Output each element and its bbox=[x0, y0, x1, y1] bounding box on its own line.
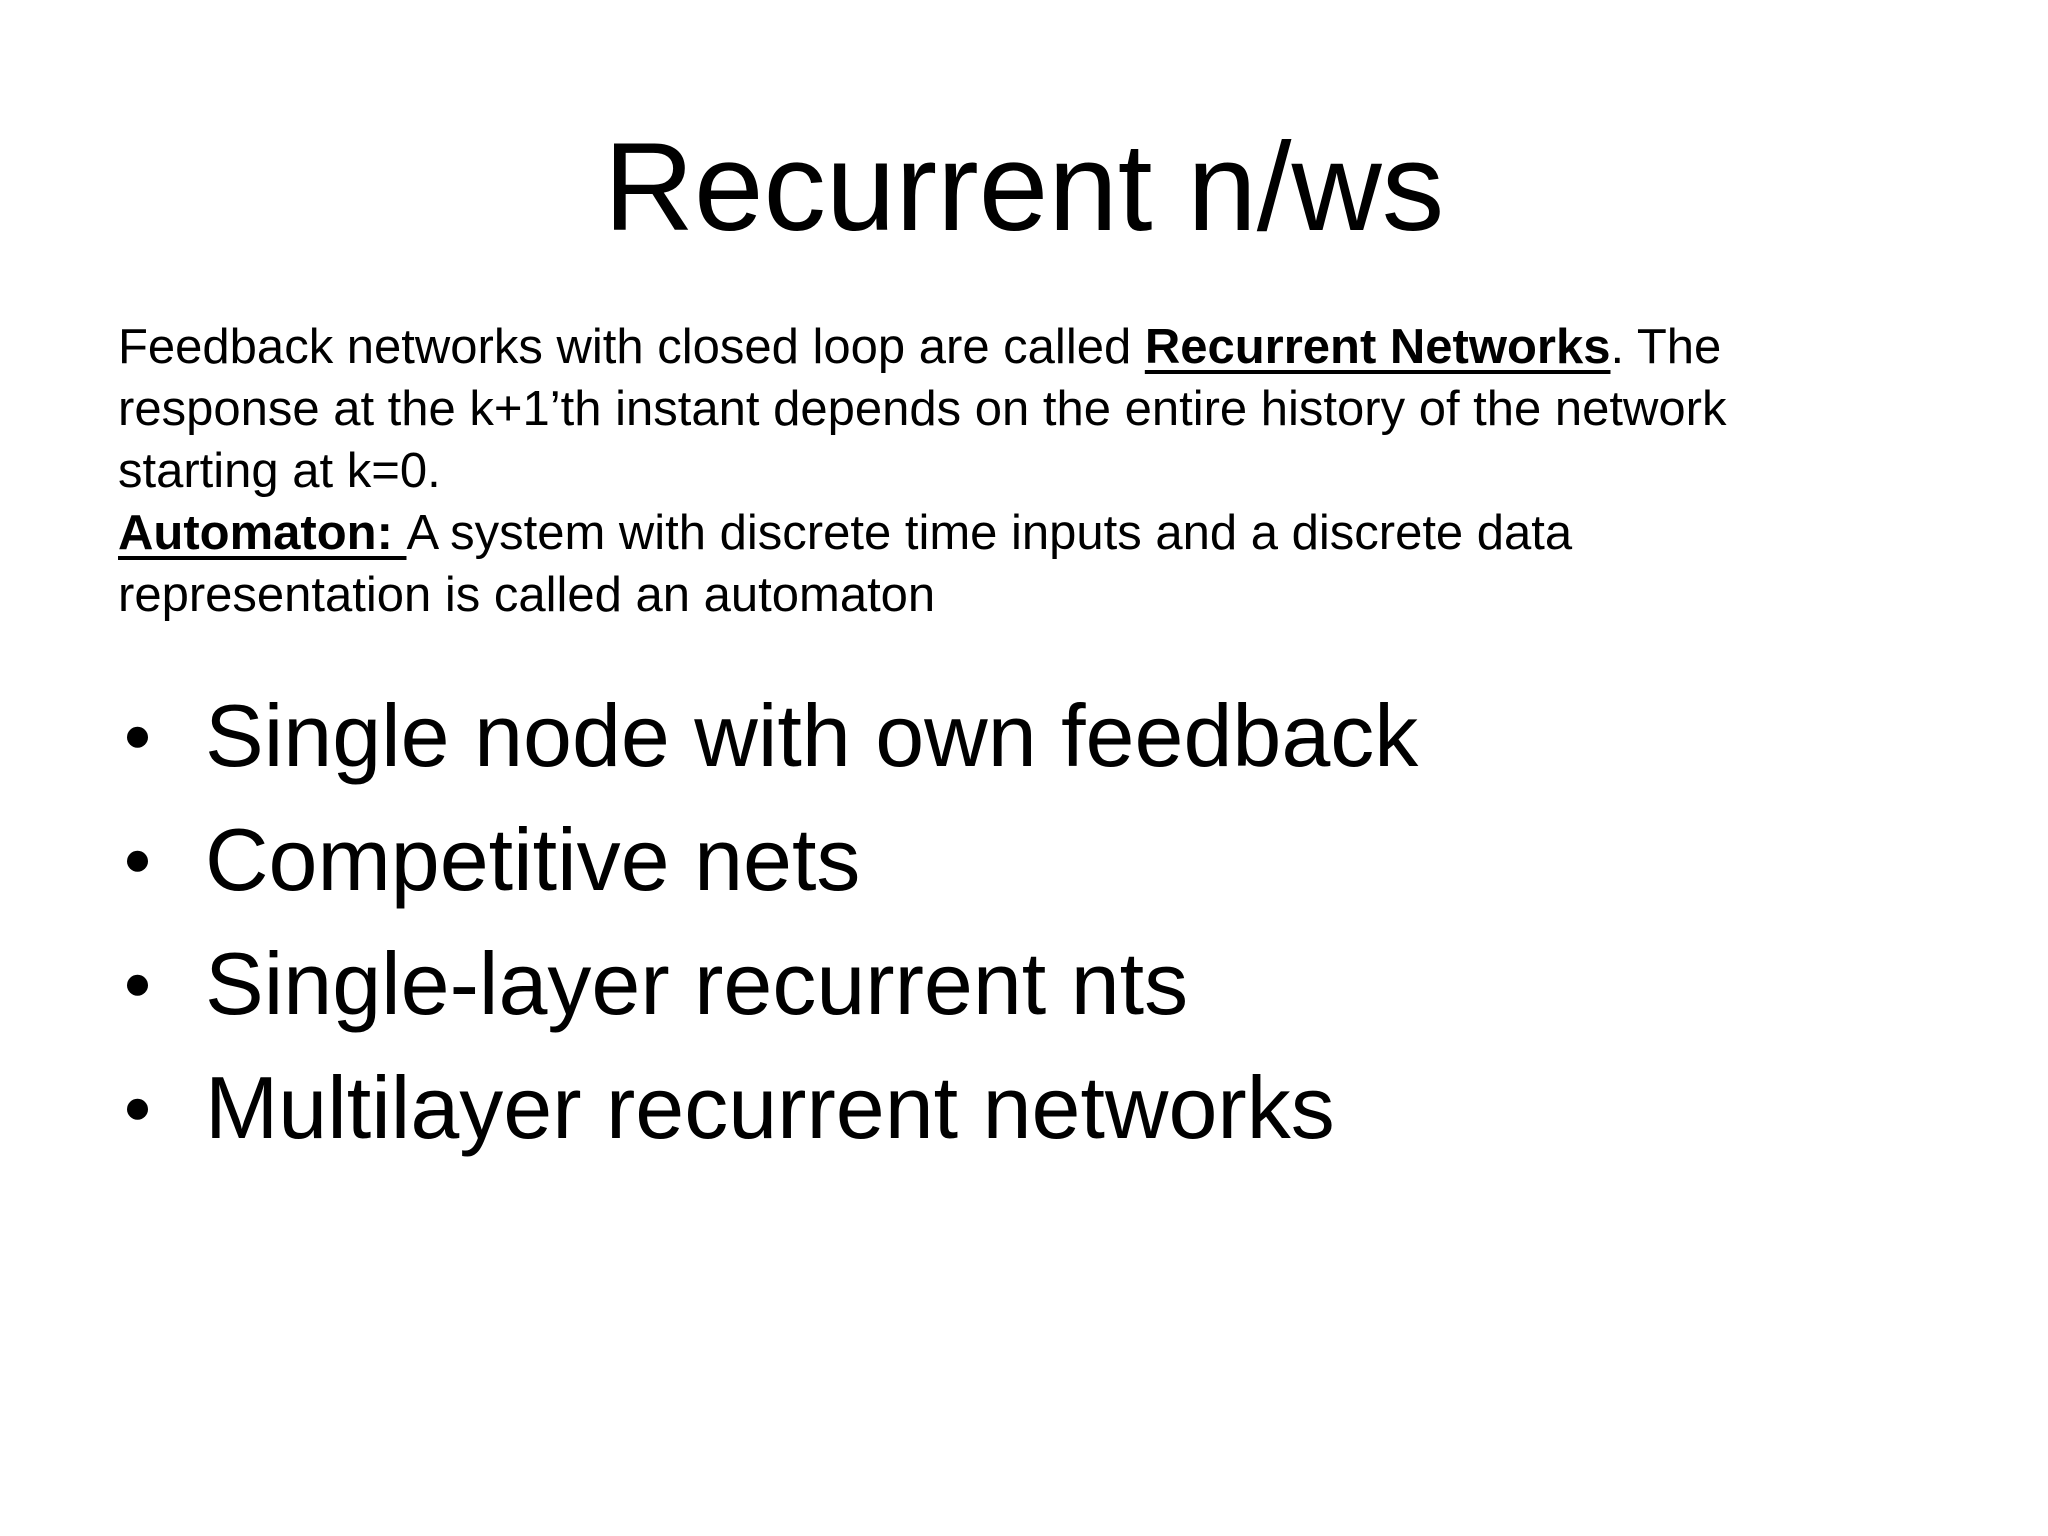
paragraph-line: Automaton: A system with discrete time i… bbox=[118, 502, 1948, 564]
text-segment: representation is called an automaton bbox=[118, 568, 936, 622]
paragraph-line: starting at k=0. bbox=[118, 440, 1948, 502]
bullet-label: Multilayer recurrent networks bbox=[205, 1058, 1335, 1157]
bullet-label: Competitive nets bbox=[205, 810, 861, 909]
text-segment: Feedback networks with closed loop are c… bbox=[118, 320, 1145, 374]
paragraph-line: response at the k+1’th instant depends o… bbox=[118, 378, 1948, 440]
paragraph-line: representation is called an automaton bbox=[118, 564, 1948, 626]
emphasis-segment: Automaton: bbox=[118, 506, 407, 560]
emphasis-segment: Recurrent Networks bbox=[1144, 320, 1611, 374]
slide-title: Recurrent n/ws bbox=[603, 118, 1445, 257]
bullet-label: Single node with own feedback bbox=[205, 686, 1419, 785]
bullet-item: Multilayer recurrent networks bbox=[0, 1046, 2048, 1170]
text-segment: . The bbox=[1610, 320, 1722, 374]
bullet-item: Single node with own feedback bbox=[0, 674, 2048, 798]
bullet-list: Single node with own feedback Competitiv… bbox=[0, 674, 2048, 1170]
bullet-item: Competitive nets bbox=[0, 798, 2048, 922]
text-segment: A system with discrete time inputs and a… bbox=[406, 506, 1573, 560]
paragraph-line: Feedback networks with closed loop are c… bbox=[118, 316, 1948, 378]
bullet-marker-icon bbox=[127, 974, 148, 996]
bullet-marker-icon bbox=[127, 726, 148, 748]
bullet-label: Single-layer recurrent nts bbox=[205, 934, 1189, 1033]
text-segment: response at the k+1’th instant depends o… bbox=[118, 382, 1727, 436]
bullet-marker-icon bbox=[127, 850, 148, 872]
intro-paragraph: Feedback networks with closed loop are c… bbox=[118, 316, 1948, 626]
bullet-marker-icon bbox=[127, 1098, 148, 1120]
bullet-item: Single-layer recurrent nts bbox=[0, 922, 2048, 1046]
text-segment: starting at k=0. bbox=[118, 444, 441, 498]
